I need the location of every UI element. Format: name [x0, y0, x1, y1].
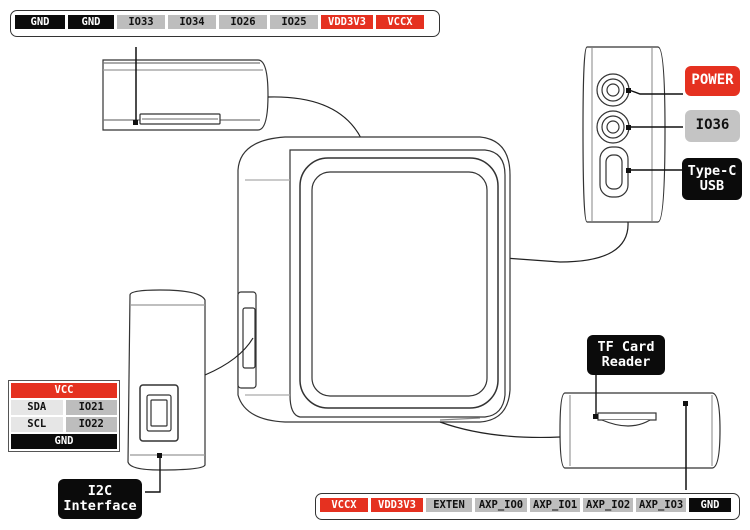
type-c-usb-label: Type-C USB: [682, 158, 742, 200]
bottom-pin: AXP_IO1: [530, 498, 580, 512]
top-pin: IO34: [168, 15, 216, 29]
bottom-side-view: [559, 392, 721, 469]
top-pin-header: GND GND IO33 IO34 IO26 IO25 VDD3V3 VCCX: [10, 10, 440, 37]
grove-sda: SDA: [11, 400, 63, 415]
power-button-label: POWER: [685, 66, 740, 96]
grove-scl-pin: IO22: [65, 417, 117, 432]
i2c-interface-label: I2C Interface: [58, 479, 142, 519]
top-pin: GND: [68, 15, 114, 29]
grove-sda-pin: IO21: [65, 400, 117, 415]
bottom-pin: EXTEN: [426, 498, 472, 512]
grove-scl: SCL: [11, 417, 63, 432]
bottom-pin: AXP_IO2: [583, 498, 633, 512]
bottom-pin: AXP_IO3: [636, 498, 686, 512]
right-side-view: [582, 46, 666, 223]
bottom-pin: AXP_IO0: [475, 498, 527, 512]
grove-vcc: VCC: [11, 383, 117, 398]
top-pin: IO26: [219, 15, 267, 29]
grove-gnd: GND: [11, 434, 117, 449]
top-pin: IO25: [270, 15, 318, 29]
main-device: [237, 136, 511, 423]
bottom-pin: VDD3V3: [371, 498, 423, 512]
top-side-view: [102, 59, 269, 131]
grove-pinout-table: VCC SDA IO21 SCL IO22 GND: [8, 380, 120, 452]
bottom-pin: GND: [689, 498, 731, 512]
top-pin: IO33: [117, 15, 165, 29]
bottom-pin-header: VCCX VDD3V3 EXTEN AXP_IO0 AXP_IO1 AXP_IO…: [315, 493, 740, 520]
top-pin: GND: [15, 15, 65, 29]
bottom-pin: VCCX: [320, 498, 368, 512]
io36-label: IO36: [685, 110, 740, 142]
tf-card-reader-label: TF Card Reader: [587, 335, 665, 375]
left-side-view: [127, 289, 206, 471]
top-pin: VDD3V3: [321, 15, 373, 29]
top-pin: VCCX: [376, 15, 424, 29]
